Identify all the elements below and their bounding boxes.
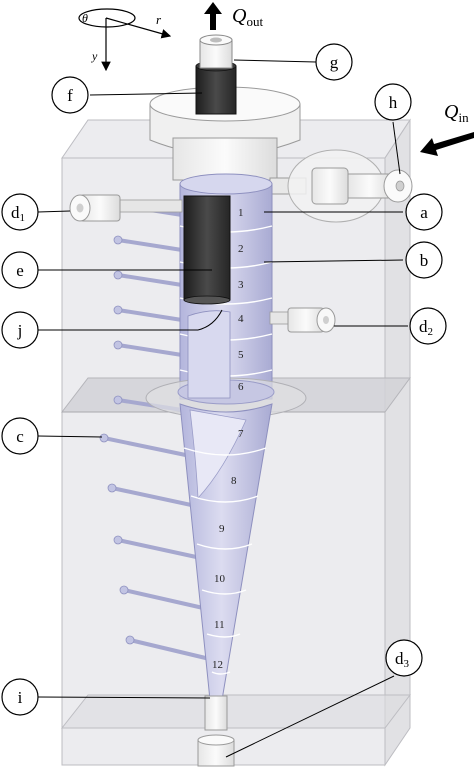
callouts: g f h d1 a b e j (1, 43, 447, 716)
overflow-outlet (195, 34, 237, 115)
underflow-outlet (197, 695, 235, 767)
section-label: 7 (238, 428, 244, 440)
svg-text:d2: d2 (419, 317, 433, 338)
svg-text:d1: d1 (11, 203, 25, 224)
q-out-arrow-icon (204, 2, 222, 30)
theta-circle-icon (78, 8, 136, 28)
section-label: 4 (238, 313, 244, 325)
callout-a: a (405, 193, 443, 231)
section-label: 6 (238, 381, 244, 393)
section-label: 9 (219, 523, 225, 535)
callout-h: h (374, 83, 412, 121)
section-label: 3 (238, 279, 244, 291)
block-bottom-plane (60, 694, 412, 729)
section-label: 2 (238, 243, 244, 255)
leader-lines (37, 59, 408, 758)
callout-b: b (405, 241, 443, 279)
section-label: 11 (214, 619, 225, 631)
coordinate-axes: θ r y (78, 8, 172, 72)
svg-text:b: b (420, 251, 429, 270)
callout-d1: d1 (1, 193, 39, 231)
r-label: r (156, 12, 162, 27)
block-side-face (384, 118, 411, 767)
flow-out: Qout (204, 2, 263, 30)
callout-e: e (1, 251, 39, 289)
section-label: 5 (238, 349, 244, 361)
callout-i: i (1, 678, 39, 716)
vortex-finder-tube (183, 195, 231, 301)
callout-f: f (51, 76, 89, 114)
probe-d2 (269, 307, 336, 333)
q-in-arrow-icon (420, 132, 474, 156)
theta-label: θ (82, 11, 88, 25)
cap-neck (172, 137, 278, 181)
r-axis-arrow (105, 17, 172, 39)
svg-text:a: a (420, 203, 428, 222)
svg-text:e: e (16, 261, 24, 280)
section-label: 12 (212, 659, 223, 671)
callout-c: c (1, 417, 39, 455)
cone-body (179, 403, 273, 701)
section-label: 8 (231, 475, 237, 487)
svg-text:d3: d3 (395, 649, 410, 670)
inlet-pipe (269, 149, 413, 223)
probe-d1 (69, 194, 183, 222)
svg-text:i: i (18, 688, 23, 707)
callout-d2: d2 (409, 307, 447, 345)
svg-text:f: f (67, 86, 73, 105)
flow-in: Qin (420, 101, 474, 156)
q-in-label: Qin (444, 101, 469, 125)
svg-text:g: g (330, 53, 339, 72)
y-label: y (91, 49, 98, 63)
callout-d3: d3 (385, 639, 423, 677)
q-out-label: Qout (232, 5, 263, 29)
callout-g: g (315, 43, 353, 81)
section-label: 10 (214, 573, 226, 585)
callout-j: j (1, 311, 39, 349)
svg-text:j: j (17, 321, 23, 340)
section-numbers: 1 2 3 4 5 6 7 8 9 10 11 12 (212, 207, 244, 671)
svg-text:h: h (389, 93, 398, 112)
svg-text:c: c (16, 427, 24, 446)
section-label: 1 (238, 207, 244, 219)
top-cap (149, 86, 301, 181)
overflow-dark-tube (195, 65, 237, 115)
inner-cutaway (187, 310, 231, 399)
